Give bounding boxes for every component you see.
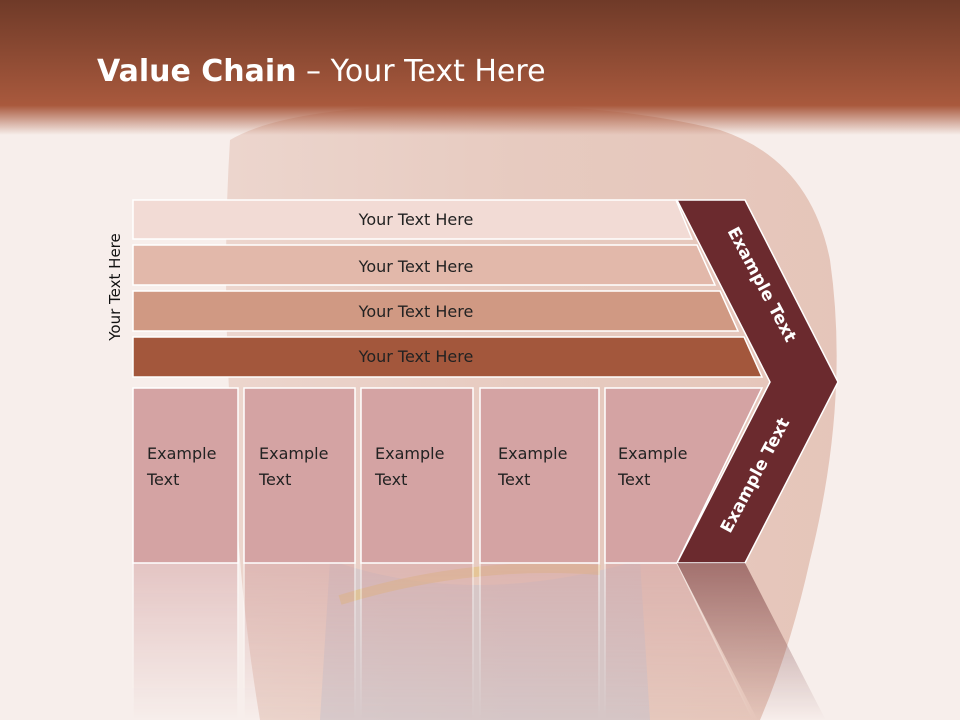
bar-4-shape	[132, 336, 764, 378]
column-5-line2: Text	[617, 470, 650, 489]
column-5: Example Text	[604, 387, 764, 564]
column-4-shape	[479, 387, 600, 564]
column-3: Example Text	[360, 387, 474, 564]
reflection-column-3	[360, 562, 474, 720]
column-2-line1: Example	[259, 444, 328, 463]
bar-2-shape	[132, 244, 717, 286]
reflection-column-1	[132, 562, 239, 720]
column-1-line2: Text	[146, 470, 179, 489]
bar-2: Your Text Here	[132, 244, 717, 286]
column-1-shape	[132, 387, 239, 564]
column-1-line1: Example	[147, 444, 216, 463]
column-4-line1: Example	[498, 444, 567, 463]
chevron: Example Text Example Text	[675, 199, 839, 564]
bar-4: Your Text Here	[132, 336, 764, 378]
reflection-column-2	[243, 562, 356, 720]
bar-3: Your Text Here	[132, 290, 740, 332]
reflection-column-4	[479, 562, 600, 720]
bar-1-label: Your Text Here	[358, 210, 474, 229]
bar-3-shape	[132, 290, 740, 332]
column-1: Example Text	[132, 387, 239, 564]
column-5-line1: Example	[618, 444, 687, 463]
column-3-line1: Example	[375, 444, 444, 463]
column-2-shape	[243, 387, 356, 564]
title-bold: Value Chain	[97, 54, 297, 89]
column-3-shape	[360, 387, 474, 564]
header-bar	[0, 0, 960, 135]
bar-3-label: Your Text Here	[358, 302, 474, 321]
column-4-line2: Text	[497, 470, 530, 489]
column-4: Example Text	[479, 387, 600, 564]
column-2: Example Text	[243, 387, 356, 564]
bar-2-label: Your Text Here	[358, 257, 474, 276]
column-3-line2: Text	[374, 470, 407, 489]
title-rest: – Your Text Here	[296, 54, 546, 89]
bar-1-shape	[132, 199, 694, 240]
column-2-line2: Text	[258, 470, 291, 489]
bar-4-label: Your Text Here	[358, 347, 474, 366]
bar-1: Your Text Here	[132, 199, 694, 240]
slide-title: Value Chain – Your Text Here	[97, 54, 546, 89]
reflection-chevron	[677, 563, 826, 720]
reflection	[132, 562, 826, 720]
